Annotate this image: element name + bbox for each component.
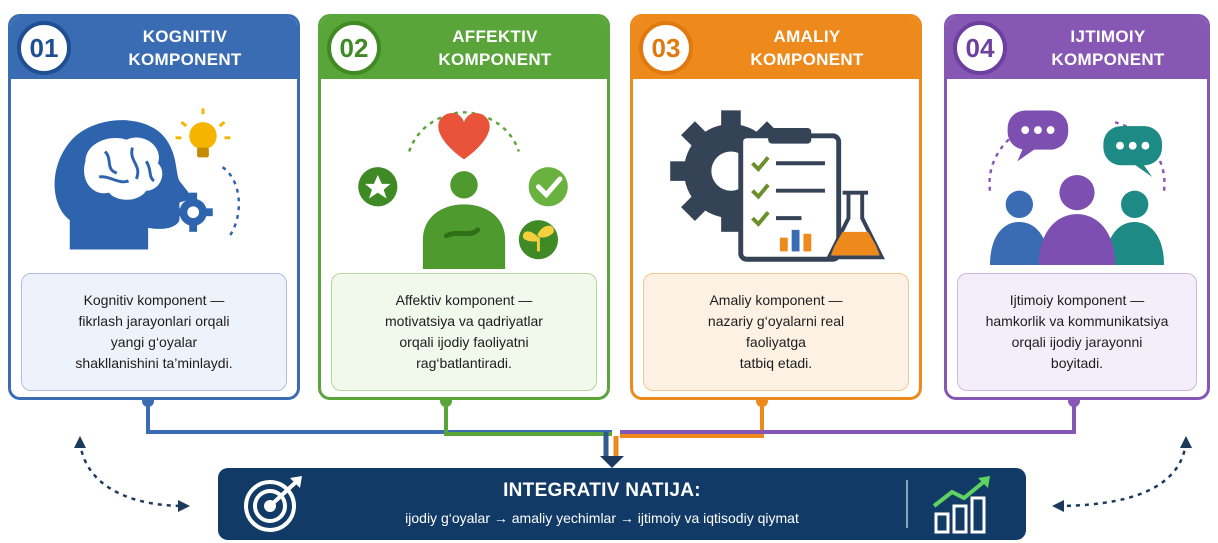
result-title: INTEGRATIV NATIJA: xyxy=(503,480,701,501)
checklist-clipboard-icon xyxy=(738,128,842,262)
component-description: Affektiv komponent — motivatsiya va qadr… xyxy=(331,273,597,391)
sprout-icon xyxy=(518,220,559,260)
component-description: Ijtimoiy komponent — hamkorlik va kommun… xyxy=(957,273,1197,391)
gear-icon xyxy=(173,192,213,232)
group-of-people-icon xyxy=(988,110,1166,265)
integrative-result-box: INTEGRATIV NATIJA: ijodiy g‘oyalar → ama… xyxy=(218,468,1026,540)
practical-illustration xyxy=(670,110,885,262)
result-subtitle: ijodiy g‘oyalar → amaliy yechimlar → ijt… xyxy=(405,510,799,526)
component-title: IJTIMOIY KOMPONENT xyxy=(1051,27,1165,69)
chat-bubble-icon xyxy=(1007,110,1069,162)
affective-illustration xyxy=(358,111,568,270)
component-number: 03 xyxy=(639,21,693,75)
check-icon xyxy=(528,167,568,207)
star-icon xyxy=(358,167,398,207)
divider xyxy=(906,480,908,528)
chat-bubble-icon xyxy=(1103,126,1163,177)
kognitiv-component-card: 01 KOGNITIV KOMPONENT Kognitiv komponent… xyxy=(8,14,300,400)
component-number: 02 xyxy=(327,21,381,75)
heart-icon xyxy=(438,113,490,160)
target-arrow-icon xyxy=(244,476,302,532)
growth-chart-icon xyxy=(932,476,990,534)
brain-head-icon xyxy=(54,108,241,250)
affektiv-component-card: 02 AFFEKTIV KOMPONENT Affektiv komponent… xyxy=(318,14,610,400)
component-description: Kognitiv komponent — fikrlash jarayonlar… xyxy=(21,273,287,391)
card-header: 04 IJTIMOIY KOMPONENT xyxy=(947,17,1207,79)
card-header: 01 KOGNITIV KOMPONENT xyxy=(11,17,297,79)
component-number: 04 xyxy=(953,21,1007,75)
person-icon xyxy=(422,171,506,270)
component-title: KOGNITIV KOMPONENT xyxy=(128,27,242,69)
component-number: 01 xyxy=(17,21,71,75)
card-header: 03 AMALIY KOMPONENT xyxy=(633,17,919,79)
ijtimoiy-component-card: 04 IJTIMOIY KOMPONENT Ijtimoiy komponent… xyxy=(944,14,1210,400)
component-description: Amaliy komponent — nazariy g‘oyalarni re… xyxy=(643,273,909,391)
lightbulb-icon xyxy=(175,108,231,158)
flask-icon xyxy=(825,190,885,260)
card-header: 02 AFFEKTIV KOMPONENT xyxy=(321,17,607,79)
amaliy-component-card: 03 AMALIY KOMPONENT xyxy=(630,14,922,400)
component-title: AMALIY KOMPONENT xyxy=(750,27,864,69)
component-title: AFFEKTIV KOMPONENT xyxy=(438,27,552,69)
